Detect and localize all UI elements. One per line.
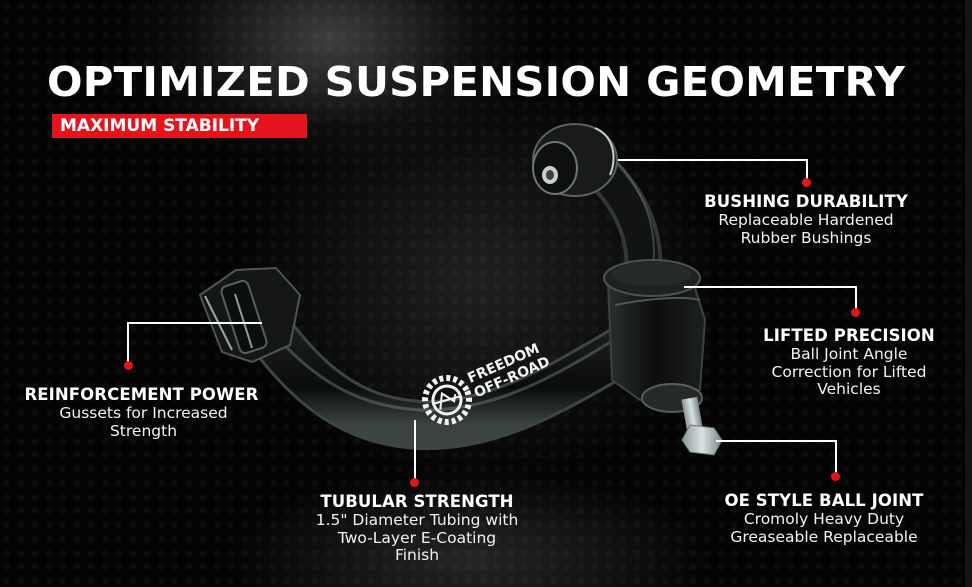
callout-heading: LIFTED PRECISION xyxy=(763,326,935,345)
connector-line-balljoint xyxy=(716,440,837,442)
callout-description: Gussets for Increased Strength xyxy=(59,404,228,440)
right-edge-strip xyxy=(965,0,972,587)
callout-heading: BUSHING DURABILITY xyxy=(704,192,908,211)
connector-line-tubular xyxy=(414,420,416,480)
marker-dot-balljoint xyxy=(831,472,840,481)
ball-joint-stud xyxy=(681,396,723,456)
callout-description: Replaceable Hardened Rubber Bushings xyxy=(718,211,894,247)
callout-description: Ball Joint Angle Correction for Lifted V… xyxy=(771,345,927,398)
callout-heading: OE STYLE BALL JOINT xyxy=(724,491,924,510)
connector-line-lifted xyxy=(684,286,857,288)
connector-line-balljoint xyxy=(835,440,837,475)
page-title: OPTIMIZED SUSPENSION GEOMETRY xyxy=(47,58,906,106)
connector-line-bushing xyxy=(806,159,808,181)
callout-description: Cromoly Heavy Duty Greaseable Replaceabl… xyxy=(730,510,918,546)
marker-dot-tubular xyxy=(410,478,419,487)
subtitle-badge: MAXIMUM STABILITY xyxy=(52,114,307,138)
callout-reinforcement-power: REINFORCEMENT POWER Gussets for Increase… xyxy=(14,385,269,440)
callout-heading: REINFORCEMENT POWER xyxy=(24,385,259,404)
callout-description: 1.5" Diameter Tubing with Two-Layer E-Co… xyxy=(315,511,519,564)
marker-dot-reinforcement xyxy=(124,361,133,370)
callout-lifted-precision: LIFTED PRECISION Ball Joint Angle Correc… xyxy=(734,326,964,399)
callout-heading: TUBULAR STRENGTH xyxy=(320,492,514,511)
connector-line-reinforcement xyxy=(127,322,129,364)
connector-line-lifted xyxy=(855,286,857,310)
ball-joint-housing xyxy=(603,259,707,413)
top-bushing xyxy=(532,123,618,197)
connector-line-reinforcement xyxy=(128,322,262,324)
marker-dot-lifted xyxy=(851,308,860,317)
callout-bushing-durability: BUSHING DURABILITY Replaceable Hardened … xyxy=(686,192,926,247)
callout-oe-style-ball-joint: OE STYLE BALL JOINT Cromoly Heavy Duty G… xyxy=(700,491,948,546)
left-bushing xyxy=(198,266,302,364)
marker-dot-bushing xyxy=(802,178,811,187)
callout-tubular-strength: TUBULAR STRENGTH 1.5" Diameter Tubing wi… xyxy=(292,492,542,565)
connector-line-bushing xyxy=(618,159,808,161)
